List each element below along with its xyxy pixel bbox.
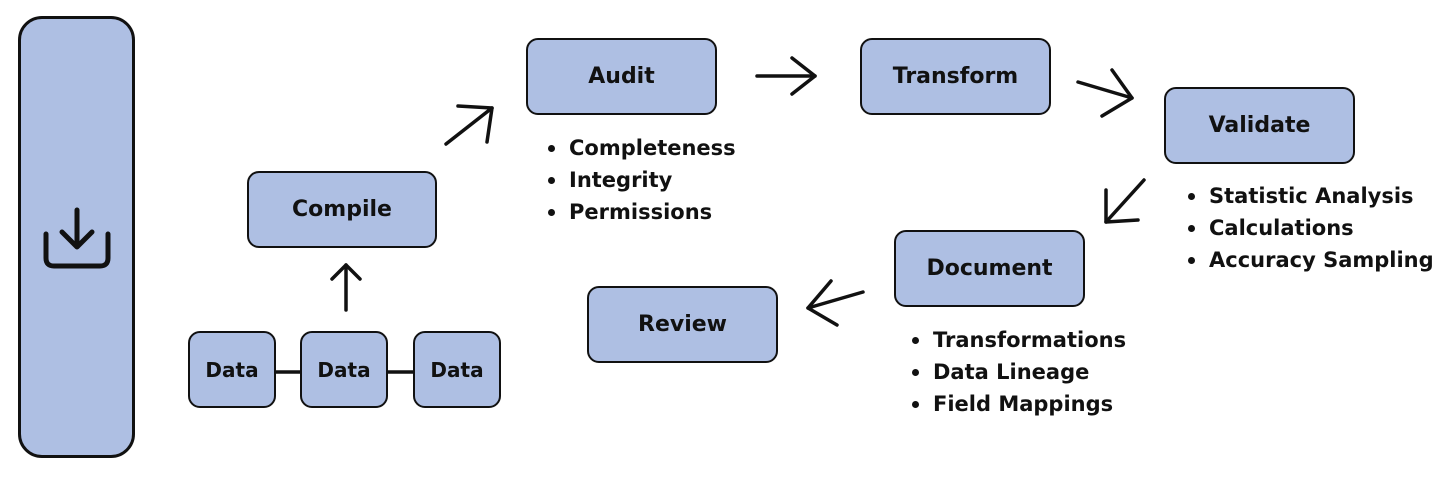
transform-label: Transform xyxy=(892,64,1019,89)
download-panel[interactable] xyxy=(18,16,135,458)
audit-bullet: Permissions xyxy=(546,196,736,228)
compile-label: Compile xyxy=(292,197,392,222)
download-icon xyxy=(43,207,110,269)
data-source-label: Data xyxy=(317,357,371,382)
document-checklist: Transformations Data Lineage Field Mappi… xyxy=(910,324,1126,420)
document-bullet: Field Mappings xyxy=(910,388,1126,420)
audit-label: Audit xyxy=(588,64,655,89)
arrow-validate-to-document xyxy=(1104,178,1146,224)
validate-step[interactable]: Validate xyxy=(1164,87,1355,164)
audit-bullet: Integrity xyxy=(546,164,736,196)
validate-checklist: Statistic Analysis Calculations Accuracy… xyxy=(1186,180,1434,276)
validate-bullet: Accuracy Sampling xyxy=(1186,244,1434,276)
arrow-transform-to-validate xyxy=(1076,68,1134,118)
arrow-document-to-review xyxy=(806,279,865,327)
review-step[interactable]: Review xyxy=(587,286,778,363)
arrow-compile-to-audit xyxy=(444,104,494,146)
validate-bullet: Statistic Analysis xyxy=(1186,180,1434,212)
data-source-label: Data xyxy=(430,357,484,382)
document-label: Document xyxy=(926,256,1053,281)
data-source-1[interactable]: Data xyxy=(188,331,276,408)
transform-step[interactable]: Transform xyxy=(860,38,1051,115)
document-step[interactable]: Document xyxy=(894,230,1085,307)
document-bullet: Data Lineage xyxy=(910,356,1126,388)
validate-bullet: Calculations xyxy=(1186,212,1434,244)
audit-bullet: Completeness xyxy=(546,132,736,164)
review-label: Review xyxy=(638,312,727,337)
compile-step[interactable]: Compile xyxy=(247,171,437,248)
audit-step[interactable]: Audit xyxy=(526,38,717,115)
data-source-2[interactable]: Data xyxy=(300,331,388,408)
data-source-3[interactable]: Data xyxy=(413,331,501,408)
audit-checklist: Completeness Integrity Permissions xyxy=(546,132,736,228)
document-bullet: Transformations xyxy=(910,324,1126,356)
validate-label: Validate xyxy=(1208,113,1311,138)
arrow-data-to-compile xyxy=(330,263,362,312)
data-source-label: Data xyxy=(205,357,259,382)
arrow-audit-to-transform xyxy=(755,56,817,96)
